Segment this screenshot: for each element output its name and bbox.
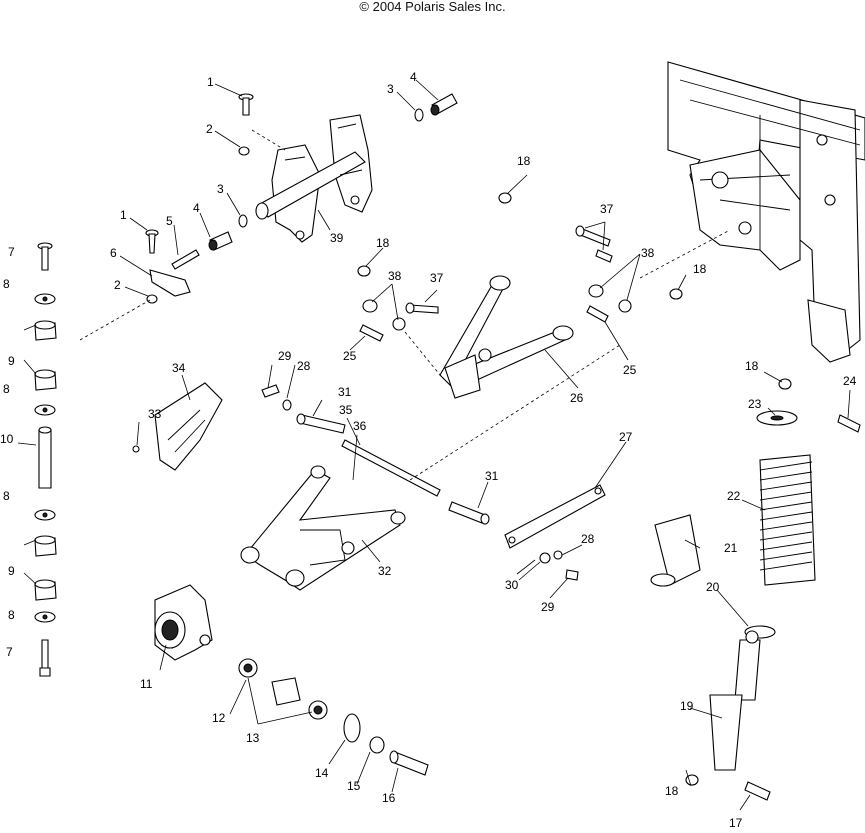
callout-30: 30: [505, 578, 519, 592]
callout-31: 31: [338, 385, 352, 399]
callout-14: 14: [315, 766, 329, 780]
callout-15: 15: [347, 779, 361, 793]
callout-37: 37: [430, 271, 444, 285]
callout-18: 18: [745, 359, 759, 373]
callout-38: 38: [641, 246, 655, 260]
callout-19: 19: [680, 699, 694, 713]
callout-28: 28: [297, 359, 311, 373]
callout-23: 23: [748, 397, 762, 411]
callout-16: 16: [382, 791, 396, 805]
callout-7: 7: [6, 645, 13, 659]
hardware-upper: [145, 93, 458, 304]
callout-7: 7: [8, 245, 15, 259]
callout-2: 2: [114, 278, 121, 292]
a-arm-hardware: [357, 192, 792, 786]
callout-18: 18: [376, 236, 390, 250]
copyright-notice: © 2004 Polaris Sales Inc.: [359, 0, 506, 14]
callout-25: 25: [623, 363, 637, 377]
left-bushing-stack: [34, 242, 57, 677]
callout-2: 2: [206, 122, 213, 136]
callout-39: 39: [330, 231, 344, 245]
callout-18: 18: [665, 784, 679, 798]
callout-4: 4: [193, 201, 200, 215]
callout-37: 37: [600, 202, 614, 216]
callout-3: 3: [387, 82, 394, 96]
callout-8: 8: [3, 382, 10, 396]
callout-11: 11: [140, 677, 153, 691]
callout-22: 22: [727, 489, 741, 503]
callout-28: 28: [581, 532, 595, 546]
bearing-carrier: [154, 584, 429, 776]
shock-assembly: [650, 410, 861, 801]
lower-swing-arm: [132, 382, 490, 591]
frame: [667, 61, 865, 363]
callout-6: 6: [110, 246, 117, 260]
callout-32: 32: [378, 564, 392, 578]
upper-housing: [255, 114, 373, 243]
callout-38: 38: [388, 269, 402, 283]
callout-8: 8: [8, 608, 15, 622]
callout-27: 27: [619, 430, 633, 444]
callout-18: 18: [693, 262, 707, 276]
callout-18: 18: [517, 154, 531, 168]
callout-10: 10: [0, 432, 14, 446]
callout-13: 13: [246, 731, 260, 745]
callout-labels: 1 2 3 4 3 4 5 1 6 2 7 8 9 8 10 8 9 8 7 1…: [0, 70, 857, 830]
callout-31: 31: [485, 469, 499, 483]
callout-35: 35: [339, 403, 353, 417]
leader-lines: [17, 79, 851, 811]
callout-24: 24: [843, 374, 857, 388]
callout-9: 9: [8, 564, 15, 578]
callout-1: 1: [120, 208, 127, 222]
callout-29: 29: [541, 600, 555, 614]
callout-25: 25: [343, 349, 357, 363]
callout-9: 9: [8, 354, 15, 368]
callout-8: 8: [3, 489, 10, 503]
callout-20: 20: [706, 580, 720, 594]
upper-a-arm: [439, 275, 574, 399]
callout-1: 1: [207, 75, 214, 89]
callout-12: 12: [212, 711, 226, 725]
callout-5: 5: [166, 214, 173, 228]
callout-21: 21: [724, 541, 738, 555]
callout-33: 33: [148, 407, 162, 421]
callout-8: 8: [3, 277, 10, 291]
callout-26: 26: [570, 391, 584, 405]
callout-29: 29: [278, 349, 292, 363]
callout-4: 4: [410, 70, 417, 84]
callout-34: 34: [172, 361, 186, 375]
callout-3: 3: [217, 182, 224, 196]
callout-36: 36: [353, 419, 367, 433]
callout-17: 17: [729, 816, 743, 828]
limiter-strap: [504, 484, 606, 581]
